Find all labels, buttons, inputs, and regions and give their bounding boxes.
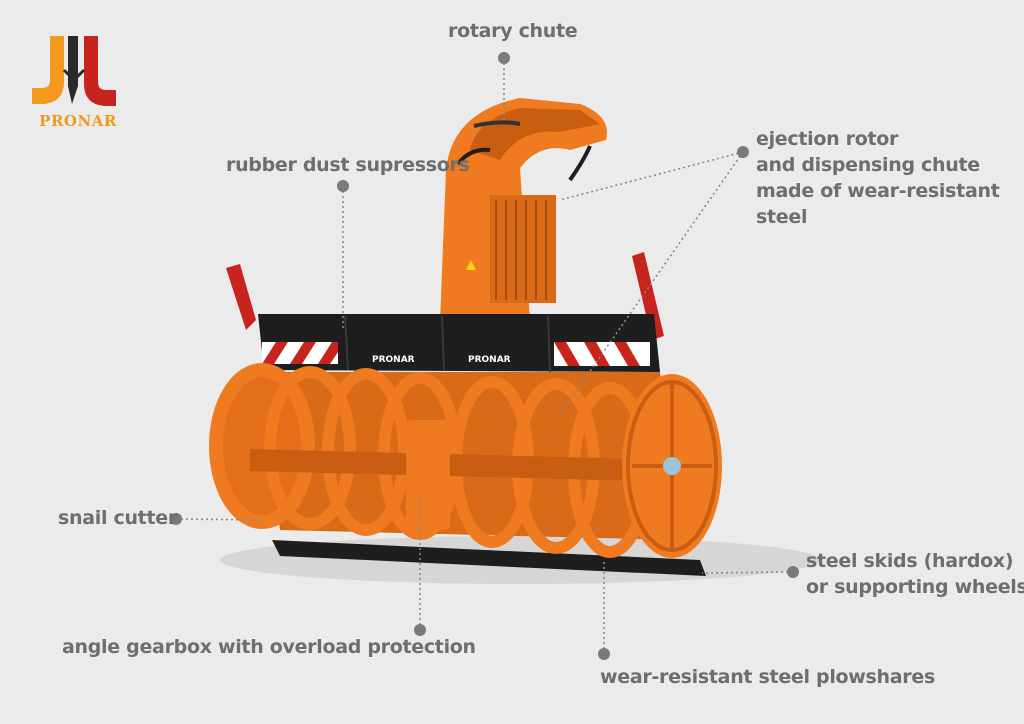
callout-line: or supporting wheels (806, 576, 1024, 598)
rotary-chute (440, 98, 607, 322)
logo-mark-icon (32, 36, 116, 106)
dot-steel-skids (787, 566, 799, 578)
callout-line: angle gearbox with overload protection (62, 636, 476, 658)
dot-ejection-rotor (737, 146, 749, 158)
end-plate (622, 374, 722, 558)
dot-rotary-chute (498, 52, 510, 64)
panel-brand-label-2: PRONAR (468, 355, 511, 365)
left-guide-arm (226, 264, 256, 330)
callout-snail-cutter: snail cutter (58, 505, 177, 531)
callout-line: rotary chute (448, 20, 578, 42)
callout-line: wear-resistant steel plowshares (600, 666, 935, 688)
callout-rotary-chute: rotary chute (448, 18, 578, 44)
warning-strip-left (262, 342, 338, 364)
callout-steel-skids: steel skids (hardox) or supporting wheel… (806, 548, 1024, 600)
dot-angle-gearbox (414, 624, 426, 636)
callout-line: and dispensing chute (756, 154, 980, 176)
pronar-logo: PRONAR (28, 30, 128, 140)
dot-plowshares (598, 648, 610, 660)
dot-rubber-dust (337, 180, 349, 192)
callout-line: steel (756, 206, 808, 228)
callout-line: ejection rotor (756, 128, 899, 150)
callout-ejection-rotor: ejection rotor and dispensing chute made… (756, 126, 1000, 230)
angle-gearbox (406, 420, 450, 530)
callout-line: made of wear-resistant (756, 180, 1000, 202)
steel-skids (272, 540, 706, 576)
right-guide-arm (632, 252, 664, 340)
callout-angle-gearbox: angle gearbox with overload protection (62, 634, 476, 660)
logo-wordmark: PRONAR (39, 112, 117, 130)
auger-rotor (209, 363, 652, 558)
callout-line: rubber dust supressors (226, 154, 470, 176)
callout-line: snail cutter (58, 507, 177, 529)
callout-plowshares: wear-resistant steel plowshares (600, 664, 935, 690)
callout-rubber-dust-supressors: rubber dust supressors (226, 152, 470, 178)
callout-line: steel skids (hardox) (806, 550, 1014, 572)
panel-brand-label-1: PRONAR (372, 355, 415, 365)
dot-snail-cutter (170, 513, 182, 525)
